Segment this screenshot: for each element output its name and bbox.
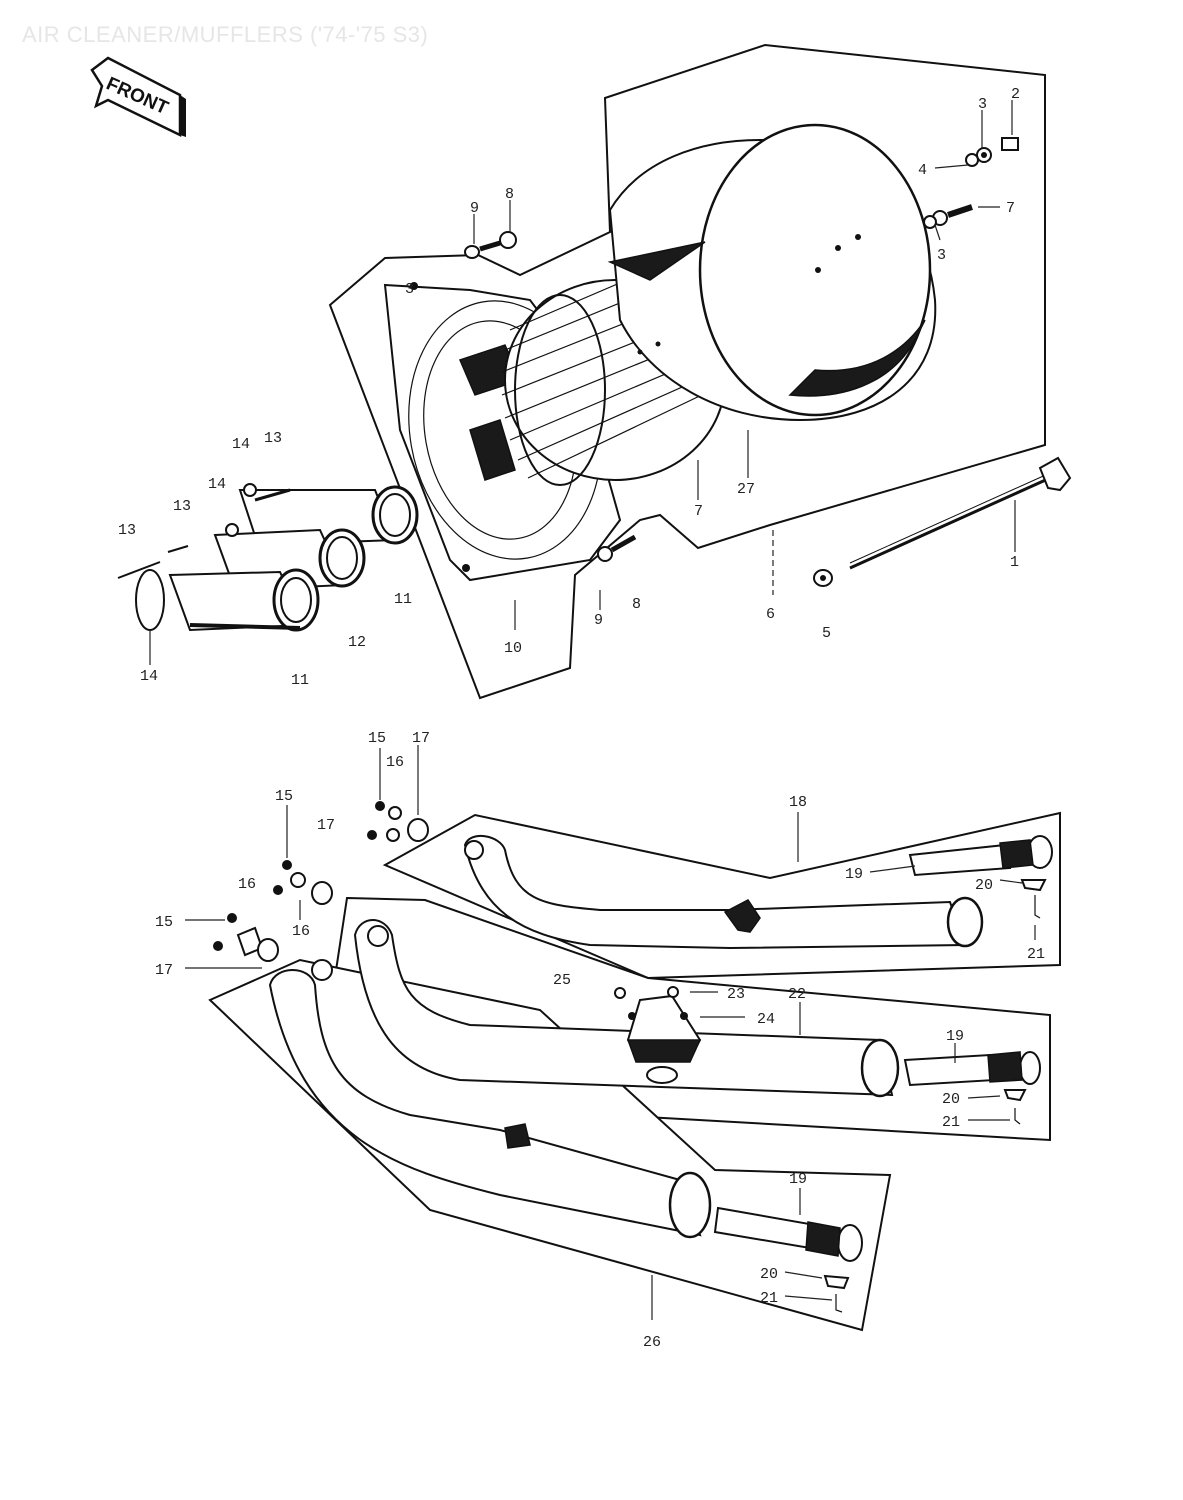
label-13: 13 (118, 522, 136, 539)
label-21: 21 (1027, 946, 1045, 963)
muffler-bracket (614, 986, 702, 1084)
label-3: 3 (405, 281, 414, 298)
exhaust-clamps (213, 801, 429, 962)
stud-bolt-icon (813, 456, 1072, 587)
label-16: 16 (292, 923, 310, 940)
label-9: 9 (594, 612, 603, 629)
label-24: 24 (757, 1011, 775, 1028)
label-17: 17 (412, 730, 430, 747)
label-18: 18 (789, 794, 807, 811)
label-9: 9 (470, 200, 479, 217)
label-10: 10 (504, 640, 522, 657)
label-20: 20 (942, 1091, 960, 1108)
label-3: 3 (937, 247, 946, 264)
label-26: 26 (643, 1334, 661, 1351)
bolt-8-lower-icon (597, 534, 637, 562)
leader-lines-upper (149, 100, 1016, 665)
label-13: 13 (173, 498, 191, 515)
label-20: 20 (975, 877, 993, 894)
label-21: 21 (760, 1290, 778, 1307)
label-11: 11 (394, 591, 412, 608)
bolt-2-icon (965, 137, 1019, 167)
label-17: 17 (317, 817, 335, 834)
label-13: 13 (264, 430, 282, 447)
label-8: 8 (505, 186, 514, 203)
muffler-right (463, 835, 1053, 950)
label-16: 16 (386, 754, 404, 771)
label-15: 15 (368, 730, 386, 747)
label-14: 14 (140, 668, 158, 685)
label-19: 19 (946, 1028, 964, 1045)
label-8: 8 (632, 596, 641, 613)
label-4: 4 (918, 162, 927, 179)
label-1: 1 (1010, 554, 1019, 571)
label-27: 27 (737, 481, 755, 498)
label-7: 7 (694, 503, 703, 520)
muffler-left (268, 959, 863, 1313)
label-3: 3 (978, 96, 987, 113)
label-22: 22 (788, 986, 806, 1003)
label-19: 19 (789, 1171, 807, 1188)
front-arrow-icon: FRONT (90, 56, 186, 137)
part-labels: 2 3 4 7 3 8 9 3 1 7 27 6 5 8 9 10 11 12 … (118, 86, 1045, 1351)
label-7: 7 (1006, 200, 1015, 217)
bolt-8-icon (464, 231, 517, 259)
intake-hoses (117, 483, 419, 632)
bolt-7-icon (923, 204, 973, 229)
muffler-middle (353, 919, 1041, 1125)
label-5: 5 (822, 625, 831, 642)
label-23: 23 (727, 986, 745, 1003)
label-15: 15 (275, 788, 293, 805)
leader-lines-lower (185, 745, 1036, 1320)
label-14: 14 (208, 476, 226, 493)
label-15: 15 (155, 914, 173, 931)
label-17: 17 (155, 962, 173, 979)
label-14: 14 (232, 436, 250, 453)
label-11: 11 (291, 672, 309, 689)
label-20: 20 (760, 1266, 778, 1283)
label-19: 19 (845, 866, 863, 883)
label-25: 25 (553, 972, 571, 989)
air-cleaner-cover (607, 123, 937, 422)
label-6: 6 (766, 606, 775, 623)
label-2: 2 (1011, 86, 1020, 103)
label-12: 12 (348, 634, 366, 651)
diagram-title: AIR CLEANER/MUFFLERS ('74-'75 S3) (22, 22, 429, 47)
label-21: 21 (942, 1114, 960, 1131)
label-16: 16 (238, 876, 256, 893)
